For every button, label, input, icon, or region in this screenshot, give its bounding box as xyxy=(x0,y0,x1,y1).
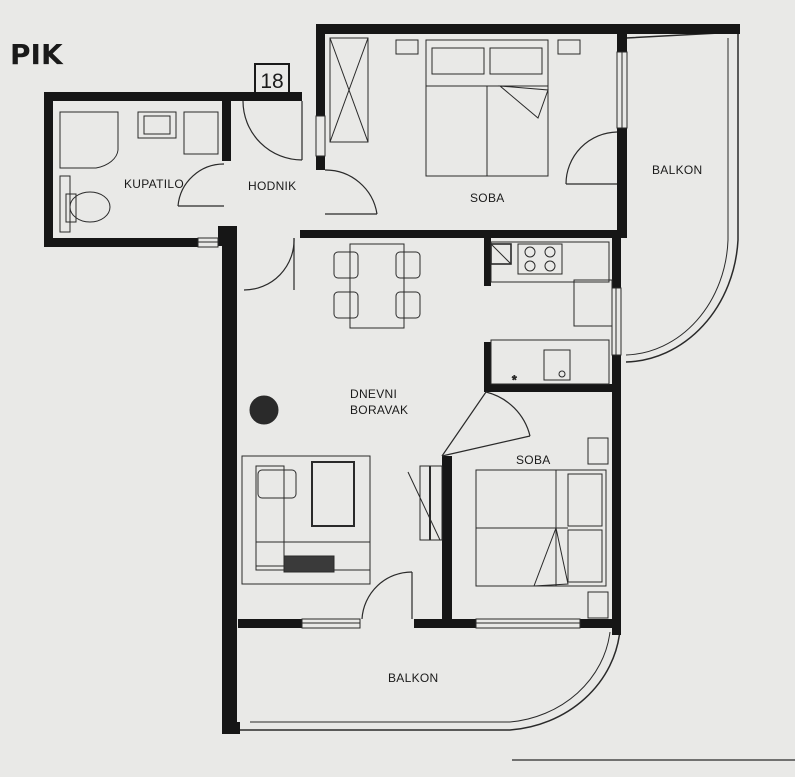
plant-icon xyxy=(249,395,279,425)
logo: PIK xyxy=(10,38,64,71)
washing-machine xyxy=(183,111,219,155)
wardrobe xyxy=(329,37,369,143)
stove xyxy=(517,243,563,275)
room-label-bedroom-top: SOBA xyxy=(470,191,505,205)
kitchen-sink xyxy=(543,349,571,381)
balcony-right xyxy=(625,31,739,363)
nightstand-bottom-top xyxy=(587,437,609,465)
windows xyxy=(197,51,628,629)
nightstand-bottom-bottom xyxy=(587,591,609,619)
dining-set xyxy=(333,243,421,329)
cushions xyxy=(283,555,335,573)
unit-number: 18 xyxy=(260,70,283,93)
dining-table xyxy=(349,243,405,329)
armchair-person xyxy=(257,469,297,499)
room-label-bedroom-bottom: SOBA xyxy=(516,453,551,467)
room-label-balcony-bottom: BALKON xyxy=(388,671,439,685)
nightstand-right xyxy=(557,39,581,55)
room-label-hallway: HODNIK xyxy=(248,179,296,193)
coffee-table xyxy=(311,461,355,527)
living-room-furniture xyxy=(241,395,443,585)
doors xyxy=(177,100,618,620)
room-label-living-line1: DNEVNI xyxy=(350,387,397,401)
kitchen-counter-bottom xyxy=(490,339,610,385)
sink xyxy=(137,111,177,139)
room-label-bathroom: KUPATILO xyxy=(124,177,184,191)
kitchen-marker: * xyxy=(512,373,517,387)
kitchen: * xyxy=(490,241,613,388)
room-label-balcony-right: BALKON xyxy=(652,163,703,177)
room-label-living-line2: BORAVAK xyxy=(350,403,408,417)
bathroom-fixtures xyxy=(59,111,219,233)
sofa xyxy=(241,455,371,585)
shower-tray xyxy=(59,111,119,169)
kitchen-counter-side xyxy=(573,279,613,327)
walls xyxy=(44,24,740,734)
balcony-bottom xyxy=(238,629,621,731)
room-labels: KUPATILO HODNIK SOBA BALKON DNEVNI BORAV… xyxy=(124,163,703,685)
nightstand-left xyxy=(395,39,419,55)
bedroom-top-furniture xyxy=(329,37,581,177)
bedroom-bottom-furniture xyxy=(475,437,609,619)
